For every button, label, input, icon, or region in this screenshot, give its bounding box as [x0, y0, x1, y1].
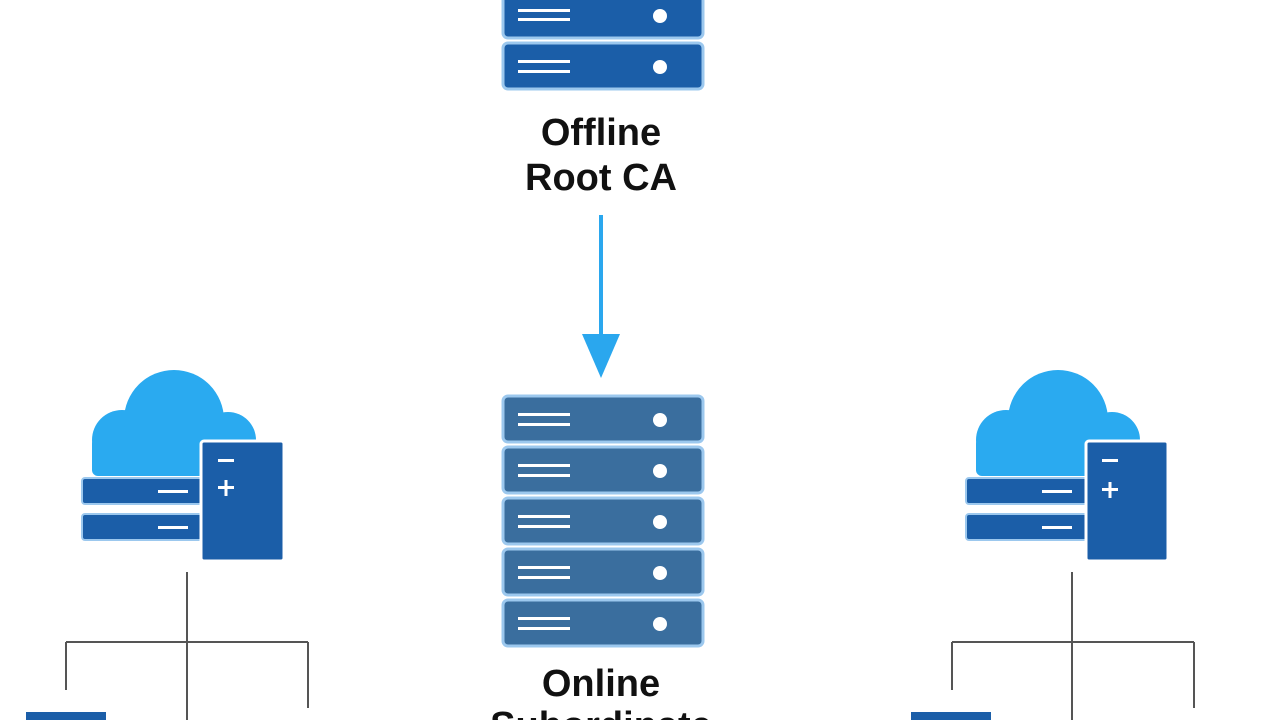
server-unit: [501, 394, 705, 444]
server-tower: [199, 439, 286, 563]
root-ca-server-icon: [501, 0, 705, 91]
subordinate-ca-server-icon: [501, 394, 705, 648]
root-ca-label-line1: Offline: [541, 112, 661, 154]
server-unit: [501, 445, 705, 495]
right-child-node: [911, 712, 991, 720]
server-slab: [81, 513, 215, 541]
left-cloud-server-icon: [81, 370, 286, 563]
subordinate-ca-label-line1: Online: [542, 663, 660, 705]
server-unit: [501, 0, 705, 40]
left-child-node: [26, 712, 106, 720]
server-unit: [501, 496, 705, 546]
server-unit: [501, 41, 705, 91]
right-cloud-server-icon: [965, 370, 1170, 563]
root-ca-label-line2: Root CA: [525, 157, 677, 199]
issuance-arrow: [582, 215, 620, 378]
server-slab: [965, 477, 1099, 505]
left-tree-connector: [65, 572, 309, 720]
server-unit: [501, 598, 705, 648]
server-slab: [81, 477, 215, 505]
subordinate-ca-label-line2: Subordinate: [490, 705, 712, 720]
right-tree-connector: [951, 572, 1195, 720]
server-unit: [501, 547, 705, 597]
server-slab: [965, 513, 1099, 541]
server-tower: [1084, 439, 1170, 563]
